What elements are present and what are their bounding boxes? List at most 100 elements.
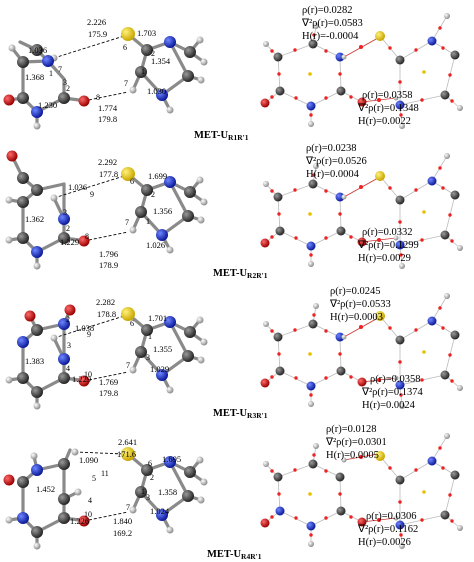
bond-label: 1.230 [38,100,57,110]
panel-label: MET-UR3R'1 [213,408,268,420]
bond-label: 1.036 [68,182,87,192]
bond-label: 2.292 [98,157,117,167]
atom-number: 1 [141,67,145,76]
bond-label: 179.8 [99,388,118,398]
left-structure: 2.282 178.8 1.701 1.038 1.383 1.355 1.22… [5,297,208,410]
atom-number: 7 [125,218,129,227]
bcp-rho: ρ(r)=0.0238 [306,143,357,154]
bond-label: 1.383 [25,356,44,366]
right-aim-graph: ρ(r)=0.0282 ∇²ρ(r)=0.0583 H(r)=-0.0004 ρ… [260,5,463,129]
atom-number: 1 [141,487,145,496]
bond-label: 1.036 [28,45,47,55]
bcp-energy-density: H(r)=0.0029 [358,253,411,264]
atom-number: 2 [66,315,70,324]
bond-label: 1.695 [162,454,181,464]
bcp-rho: ρ(r)=0.0358 [370,374,421,385]
bcp-laplacian: ∇²ρ(r)=0.1299 [357,240,419,251]
panel-label: MET-UR2R'1 [213,268,268,280]
atom-number: 6 [130,177,134,186]
atom-number: 10 [84,370,92,379]
bond-label: 1.840 [113,516,132,526]
atom-number: 9 [90,190,94,199]
atom-number: 8 [96,93,100,102]
bond-label: 1.701 [148,313,167,323]
bcp-laplacian: ∇²ρ(r)=0.0583 [301,18,363,29]
bond-label: 1.774 [98,103,118,113]
atom-number: 3 [146,353,150,362]
panel-4: 2.641 171.6 1.695 1.090 1.452 1.358 1.22… [3,424,463,550]
bcp-rho: ρ(r)=0.0332 [362,227,413,238]
left-structure: 2.226 175.9 1.703 1.036 1.368 1.354 1.23… [3,17,208,130]
atom-number: 6 [130,319,134,328]
panel-3: 2.282 178.8 1.701 1.038 1.383 1.355 1.22… [5,286,463,411]
bcp-laplacian: ∇²ρ(r)=0.0301 [325,437,387,448]
panel-label: MET-UR4R'1 [207,549,262,561]
atom-number: 2 [151,49,155,58]
atom-number: 3 [67,341,71,350]
atom-number: 2 [66,224,70,233]
bcp-laplacian: ∇²ρ(r)=0.0533 [329,299,391,310]
bcp-laplacian: ∇²ρ(r)=0.0526 [305,156,367,167]
right-aim-graph: ρ(r)=0.0238 ∇²ρ(r)=0.0526 H(r)=0.0004 ρ(… [260,143,463,269]
atom-number: 7 [58,65,62,74]
right-aim-graph: ρ(r)=0.0128 ∇²ρ(r)=0.0301 H(r)=0.0005 ρ(… [260,424,463,549]
bond-label: 177.8 [99,169,118,179]
bcp-rho: ρ(r)=0.0282 [302,5,353,16]
atom-number: 7 [126,361,130,370]
bond-label: 178.8 [97,309,116,319]
bcp-rho: ρ(r)=0.0128 [326,424,377,435]
bond-label: 2.641 [118,437,137,447]
bcp-energy-density: H(r)=0.0024 [362,400,416,411]
bond-label: 179.8 [98,114,117,124]
bond-label: 1.024 [150,506,170,516]
bond-label: 169.2 [113,528,132,538]
atom-number: 2 [66,84,70,93]
atom-number: 4 [66,364,70,373]
atom-number: 2 [150,473,154,482]
bond-label: 1.703 [137,28,156,38]
atom-number: 7 [124,79,128,88]
bcp-rho: ρ(r)=0.0245 [330,286,381,297]
panel-label: MET-UR1R'1 [194,130,249,142]
atom-number: 3 [146,493,150,502]
left-structure: 2.292 177.8 1.699 1.036 1.362 1.356 1.22… [5,150,208,270]
bcp-energy-density: H(r)=0.0026 [358,537,411,548]
atom-number: 1 [146,217,150,226]
bcp-energy-density: H(r)=0.0004 [306,169,360,180]
bcp-laplacian: ∇²ρ(r)=0.1162 [357,524,418,535]
bond-label: 178.9 [99,260,118,270]
atom-number: 4 [88,496,92,505]
atom-number: 11 [101,469,109,478]
atom-number: 9 [87,330,91,339]
bcp-laplacian: ∇²ρ(r)=0.1348 [357,103,419,114]
bond-label: 1.796 [99,249,118,259]
atom-number: 7 [126,503,130,512]
atom-number: 1 [49,69,53,78]
atom-number: 6 [148,459,152,468]
bond-label: 1.029 [150,364,169,374]
bond-label: 1.026 [146,240,165,250]
bond-label: 1.362 [25,214,44,224]
bcp-energy-density: H(r)=-0.0004 [302,31,359,42]
bond-label: 1.226 [70,516,89,526]
atom-number: 2 [151,190,155,199]
atom-number: 1 [148,332,152,341]
bond-label: 2.282 [96,297,115,307]
left-structure: 2.641 171.6 1.695 1.090 1.452 1.358 1.22… [3,437,208,550]
bcp-laplacian: ∇²ρ(r)=0.1374 [361,387,423,398]
bond-label: 175.9 [88,29,107,39]
bcp-energy-density: H(r)=0.0003 [330,312,383,323]
bond-label: 1.368 [25,72,44,82]
bond-label: 171.6 [117,449,136,459]
bcp-energy-density: H(r)=0.0022 [358,116,411,127]
panel-2: 2.292 177.8 1.699 1.036 1.362 1.356 1.22… [5,143,463,270]
atom-number: 3 [63,208,67,217]
bcp-rho: ρ(r)=0.0358 [362,90,413,101]
atom-number: 8 [85,232,89,241]
bond-label: 1.452 [36,484,55,494]
right-aim-graph: ρ(r)=0.0245 ∇²ρ(r)=0.0533 H(r)=0.0003 ρ(… [260,286,463,411]
bcp-energy-density: H(r)=0.0005 [326,450,379,461]
bond-label: 1.229 [72,374,91,384]
atom-number: 10 [84,510,92,519]
